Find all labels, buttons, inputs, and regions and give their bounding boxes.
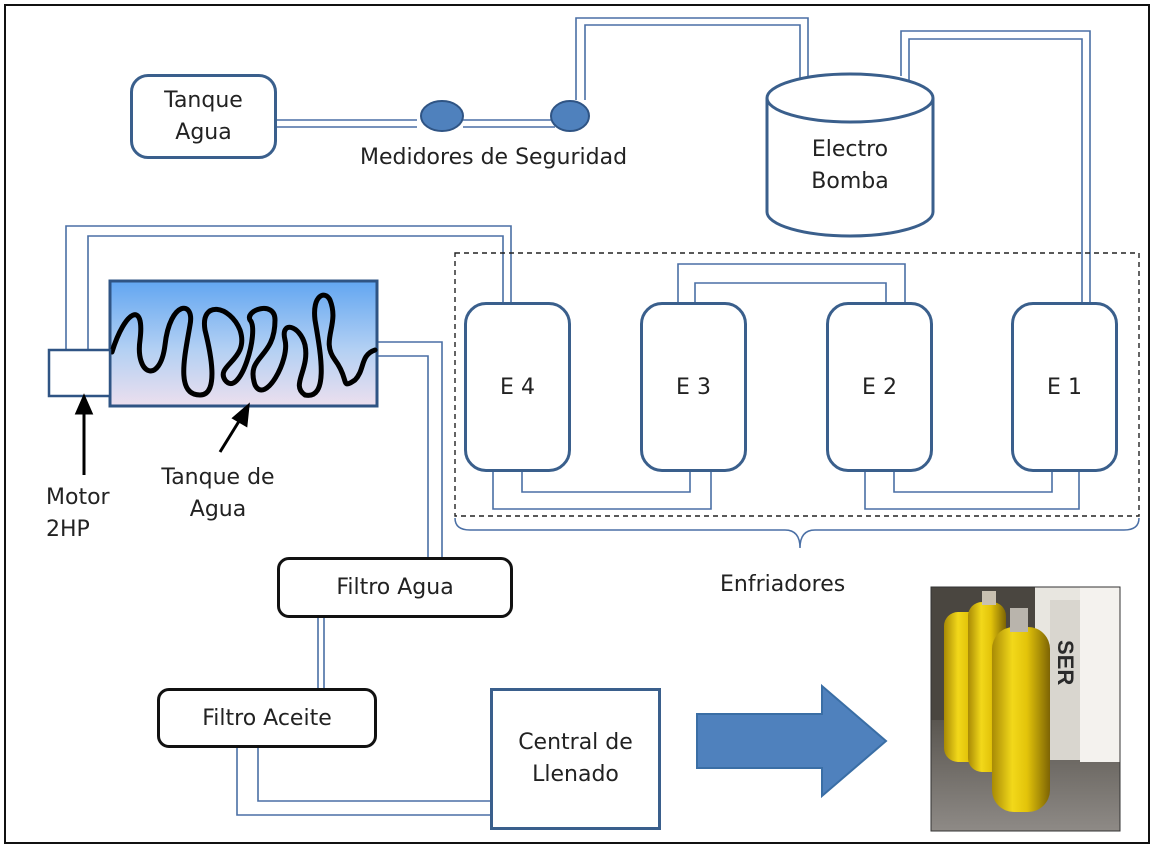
cooler-e4: E 4 (464, 302, 571, 472)
cooler-e4-label: E 4 (500, 374, 535, 400)
flow-arrow (696, 683, 888, 799)
enfriadores-brace (454, 517, 1140, 549)
pipe-network (65, 17, 1091, 816)
annotation-arrows (74, 393, 250, 475)
photo-cylinder-text: SER (1053, 640, 1078, 685)
cooler-e1: E 1 (1011, 302, 1118, 472)
filtro-aceite-label: Filtro Aceite (202, 705, 332, 731)
medidor-1 (420, 100, 464, 132)
motor-label: Motor 2HP (46, 485, 110, 542)
medidores-label: Medidores de Seguridad (360, 145, 628, 170)
cooler-e1-label: E 1 (1047, 374, 1082, 400)
tanque-de-agua-label: Tanque de Agua (161, 465, 275, 522)
tanque-agua-label: Tanque Agua (164, 87, 243, 145)
enfriadores-label: Enfriadores (720, 572, 846, 597)
central-llenado-box: Central de Llenado (490, 688, 661, 830)
cylinders-photo: SER (930, 586, 1121, 832)
electro-bomba-cylinder (765, 72, 935, 238)
filtro-agua-label: Filtro Agua (336, 575, 454, 600)
cooler-e3-label: E 3 (676, 374, 711, 400)
medidor-2 (550, 100, 590, 132)
cooling-coil (109, 292, 378, 398)
filtro-aceite-box: Filtro Aceite (157, 688, 377, 748)
motor-box (47, 348, 112, 398)
cooler-e2: E 2 (826, 302, 933, 472)
filtro-agua-box: Filtro Agua (277, 557, 513, 618)
enfriadores-group (454, 252, 1140, 517)
central-llenado-label: Central de Llenado (518, 730, 633, 787)
cooler-e3: E 3 (640, 302, 747, 472)
cooler-e2-label: E 2 (862, 374, 897, 400)
tanque-agua-box: Tanque Agua (130, 74, 277, 159)
electro-bomba-label: Electro Bomba (811, 137, 889, 194)
